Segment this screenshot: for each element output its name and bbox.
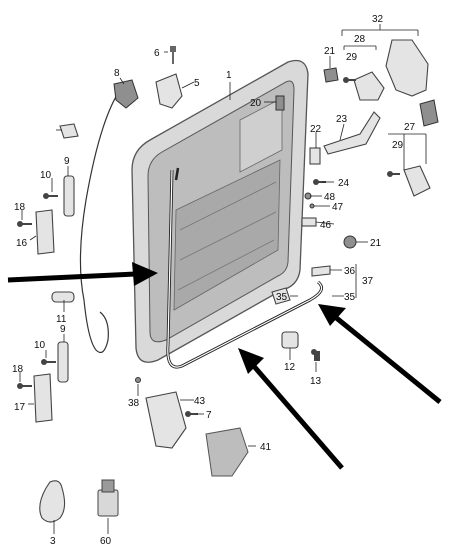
label-29-right: 29 [392,140,404,151]
label-21-bottom: 21 [370,238,382,249]
label-43: 43 [194,396,206,407]
release-cable [79,89,121,353]
cap-22 [309,147,321,165]
motor-32 [385,39,429,97]
label-38: 38 [128,398,140,409]
guide-9-upper [63,175,75,217]
label-21-top: 21 [324,46,336,57]
label-18-upper: 18 [14,202,26,213]
clip-47 [309,203,315,209]
grease-3 [39,480,66,523]
label-1: 1 [226,70,232,81]
guide-36 [311,265,331,277]
label-13: 13 [310,376,322,387]
label-9-upper: 9 [64,156,70,167]
clip-4 [59,123,79,139]
guide-piece-20 [275,95,285,111]
label-16: 16 [16,238,28,249]
latch-17 [33,373,53,423]
lubricant-60 [97,479,119,517]
label-5: 5 [194,78,200,89]
bolt-18-lower [17,383,32,389]
buffer-11 [51,291,75,303]
striker-27 [403,165,431,197]
bolt-10-upper [43,193,58,199]
cover-41 [205,427,249,477]
label-47: 47 [332,202,344,213]
motor-plug [419,99,439,127]
bolt-7 [185,411,198,417]
block-12 [281,331,299,349]
door-seal [166,167,324,369]
label-46: 46 [320,220,332,231]
upper-hinge [155,73,183,109]
label-3: 3 [50,536,56,545]
bolt-10-lower [41,359,56,365]
callout-arrows [7,262,442,470]
roller-21-top [323,67,339,83]
label-35-left: 35 [276,292,288,303]
leader-lines [19,24,427,534]
label-32: 32 [372,14,384,25]
label-9-lower: 9 [60,324,66,335]
bolt-6 [170,46,176,64]
label-17: 17 [14,402,26,413]
bolt-18-upper [17,221,32,227]
latch-16 [35,209,55,255]
cable-bracket [113,79,139,109]
label-23: 23 [336,114,348,125]
clip-38 [135,377,141,383]
label-12: 12 [284,362,296,373]
cap-35 [271,287,291,305]
lower-hinge-43 [145,391,187,449]
lock-28 [353,71,385,101]
bolt-24 [313,179,326,185]
guide-9-lower [57,341,69,383]
label-41: 41 [260,442,272,453]
handle-23 [323,111,381,155]
label-8: 8 [114,68,120,79]
label-11: 11 [56,314,67,325]
label-27: 27 [404,122,416,133]
door-frame [131,59,309,363]
label-10-upper: 10 [40,170,52,181]
bolt-29-top [343,77,356,83]
roller-21-bottom [343,235,357,249]
label-36: 36 [344,266,356,277]
label-60: 60 [100,536,112,545]
bolt-13 [311,349,320,361]
label-18-lower: 18 [12,364,24,375]
label-6: 6 [154,48,160,59]
label-20: 20 [250,98,262,109]
label-48: 48 [324,192,336,203]
bolt-29-right [387,171,400,177]
label-24: 24 [338,178,350,189]
label-22: 22 [310,124,322,135]
label-7: 7 [206,410,212,421]
label-35-right: 35 [344,292,356,303]
label-29-top: 29 [346,52,358,63]
part-labels: 1 3 5 6 7 8 9 9 10 10 11 12 13 16 17 18 … [12,14,416,545]
label-37: 37 [362,276,374,287]
label-10-lower: 10 [34,340,46,351]
rail-46 [301,217,317,227]
label-28: 28 [354,34,366,45]
